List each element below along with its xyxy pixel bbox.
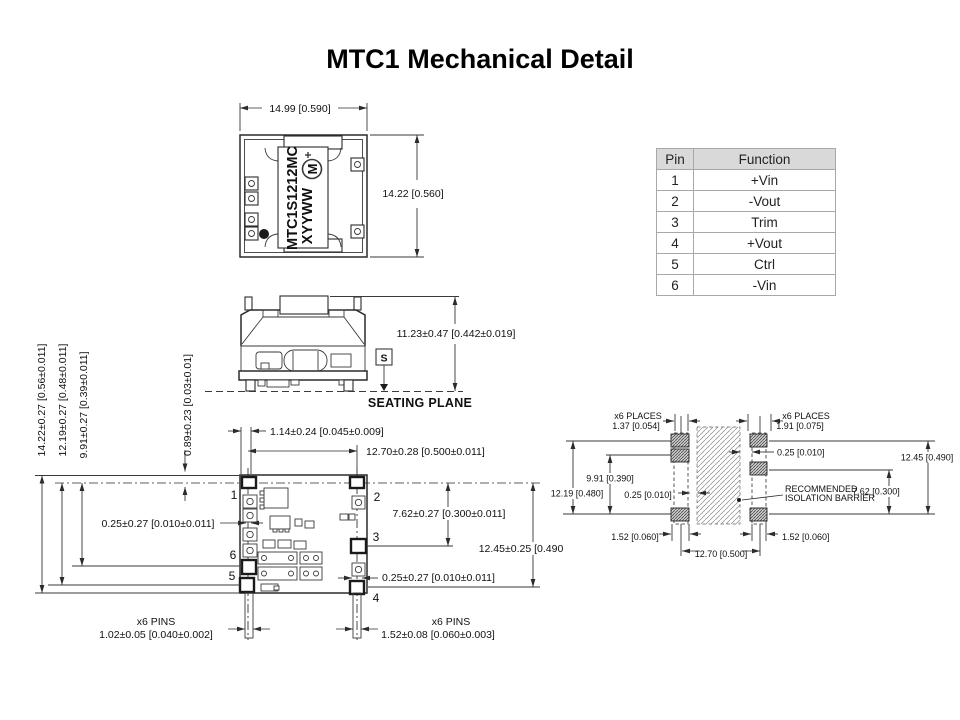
places-note-right: x6 PLACES xyxy=(782,411,830,421)
datum-symbol: S xyxy=(380,353,387,365)
pin-lead-left xyxy=(244,592,254,639)
dim-edge-to-pin: 1.14±0.24 [0.045±0.009] xyxy=(270,426,384,438)
top-height-dim-label: 14.22 [0.560] xyxy=(382,188,443,200)
pin-function: +Vin xyxy=(693,169,836,191)
barrier-label-line1: RECOMMENDED xyxy=(785,484,858,494)
pin-pads xyxy=(238,475,368,596)
seating-plane-datum: S xyxy=(375,348,393,391)
part-number-label: MTC1S1212MC xyxy=(285,145,301,249)
internal-components-bottom xyxy=(242,487,366,592)
table-header-row: Pin Function xyxy=(656,148,836,170)
dim-gap-left: 0.25 [0.010] xyxy=(624,490,672,500)
dim-pin-depth: 1.52±0.08 [0.060±0.003] xyxy=(381,629,495,641)
dim-pin-offset: 0.89±0.23 [0.03±0.01] xyxy=(182,354,194,456)
solder-pads xyxy=(670,433,768,522)
dim-pad-width-right: 1.91 [0.075] xyxy=(776,421,824,431)
table-row: 4+Vout xyxy=(656,232,836,254)
isolation-barrier-area xyxy=(696,426,741,525)
dim-pad-height-left: 1.52 [0.060] xyxy=(611,532,659,542)
internal-components-side xyxy=(255,349,352,372)
pin-lead-right xyxy=(352,592,362,639)
pin-function: Trim xyxy=(693,211,836,233)
murata-logo: M xyxy=(301,152,323,180)
pin-function: -Vout xyxy=(693,190,836,212)
pin-label-6: 6 xyxy=(230,548,237,562)
barrier-leader-dot xyxy=(737,498,741,502)
dim-pitch-right: 7.62 [0.300] xyxy=(852,487,900,497)
bottom-view-drawing: 1 2 3 4 5 6 14.22±0.27 [0.56±0.011] 12.1… xyxy=(35,343,565,641)
mounting-pads xyxy=(244,157,365,241)
svg-text:M: M xyxy=(305,164,320,175)
pin-label-4: 4 xyxy=(373,591,380,605)
seating-plane-label: SEATING PLANE xyxy=(368,396,472,410)
dim-pin5-height: 12.19±0.27 [0.48±0.011] xyxy=(57,343,69,456)
dim-pin6-height: 9.91±0.27 [0.39±0.011] xyxy=(78,351,90,458)
dim-overall-height: 14.22±0.27 [0.56±0.011] xyxy=(36,343,48,456)
dim-pad-width-left: 1.37 [0.054] xyxy=(612,421,660,431)
dim-pitch-x-pad: 12.70 [0.500] xyxy=(695,549,748,559)
pin-label-1: 1 xyxy=(231,488,238,502)
pins-note-right: x6 PINS xyxy=(432,616,471,628)
top-view-drawing: 14.99 [0.590] 14.22 [0.560] MTC1S1212MC … xyxy=(239,103,448,258)
top-width-dim-label: 14.99 [0.590] xyxy=(269,103,330,115)
dim-right-offset: 0.25±0.27 [0.010±0.011] xyxy=(382,572,495,584)
dim-outer-left: 12.19 [0.480] xyxy=(551,489,604,499)
pin-label-3: 3 xyxy=(373,530,380,544)
barrier-label-line2: ISOLATION BARRIER xyxy=(785,493,875,503)
page-title: MTC1 Mechanical Detail xyxy=(326,44,634,74)
pin-function: -Vin xyxy=(693,274,836,296)
table-row: 6-Vin xyxy=(656,274,836,296)
table-row: 1+Vin xyxy=(656,169,836,191)
pin-function: +Vout xyxy=(693,232,836,254)
dim-gap-right: 0.25 [0.010] xyxy=(777,448,825,458)
dim-pin23-pitch: 7.62±0.27 [0.300±0.011] xyxy=(393,508,506,520)
side-view-drawing: 11.23±0.47 [0.442±0.019] S SEATING PLANE xyxy=(205,295,516,410)
pad-layout-drawing: 12.19 [0.480] 9.91 [0.390] 12.45 [0.490]… xyxy=(546,411,959,559)
pin1-marker-dot xyxy=(259,229,269,239)
dim-pad-height-right: 1.52 [0.060] xyxy=(782,532,830,542)
dim-left-offset: 0.25±0.27 [0.010±0.011] xyxy=(102,518,215,530)
dim-pitch-x: 12.70±0.28 [0.500±0.011] xyxy=(366,446,485,458)
dim-outer-right: 12.45 [0.490] xyxy=(901,453,954,463)
pins-note-left: x6 PINS xyxy=(137,616,176,628)
pin-label-5: 5 xyxy=(229,569,236,583)
dim-pin-width: 1.02±0.05 [0.040±0.002] xyxy=(99,629,213,641)
places-note-left: x6 PLACES xyxy=(614,411,662,421)
side-height-dim-label: 11.23±0.47 [0.442±0.019] xyxy=(397,328,516,340)
date-code-label: XYYWW xyxy=(300,187,316,244)
function-column-header: Function xyxy=(693,148,836,170)
dim-inner-left: 9.91 [0.390] xyxy=(586,474,634,484)
dim-pin24-pitch: 12.45±0.25 [0.490 xyxy=(479,543,564,555)
pin-label-2: 2 xyxy=(374,490,381,504)
